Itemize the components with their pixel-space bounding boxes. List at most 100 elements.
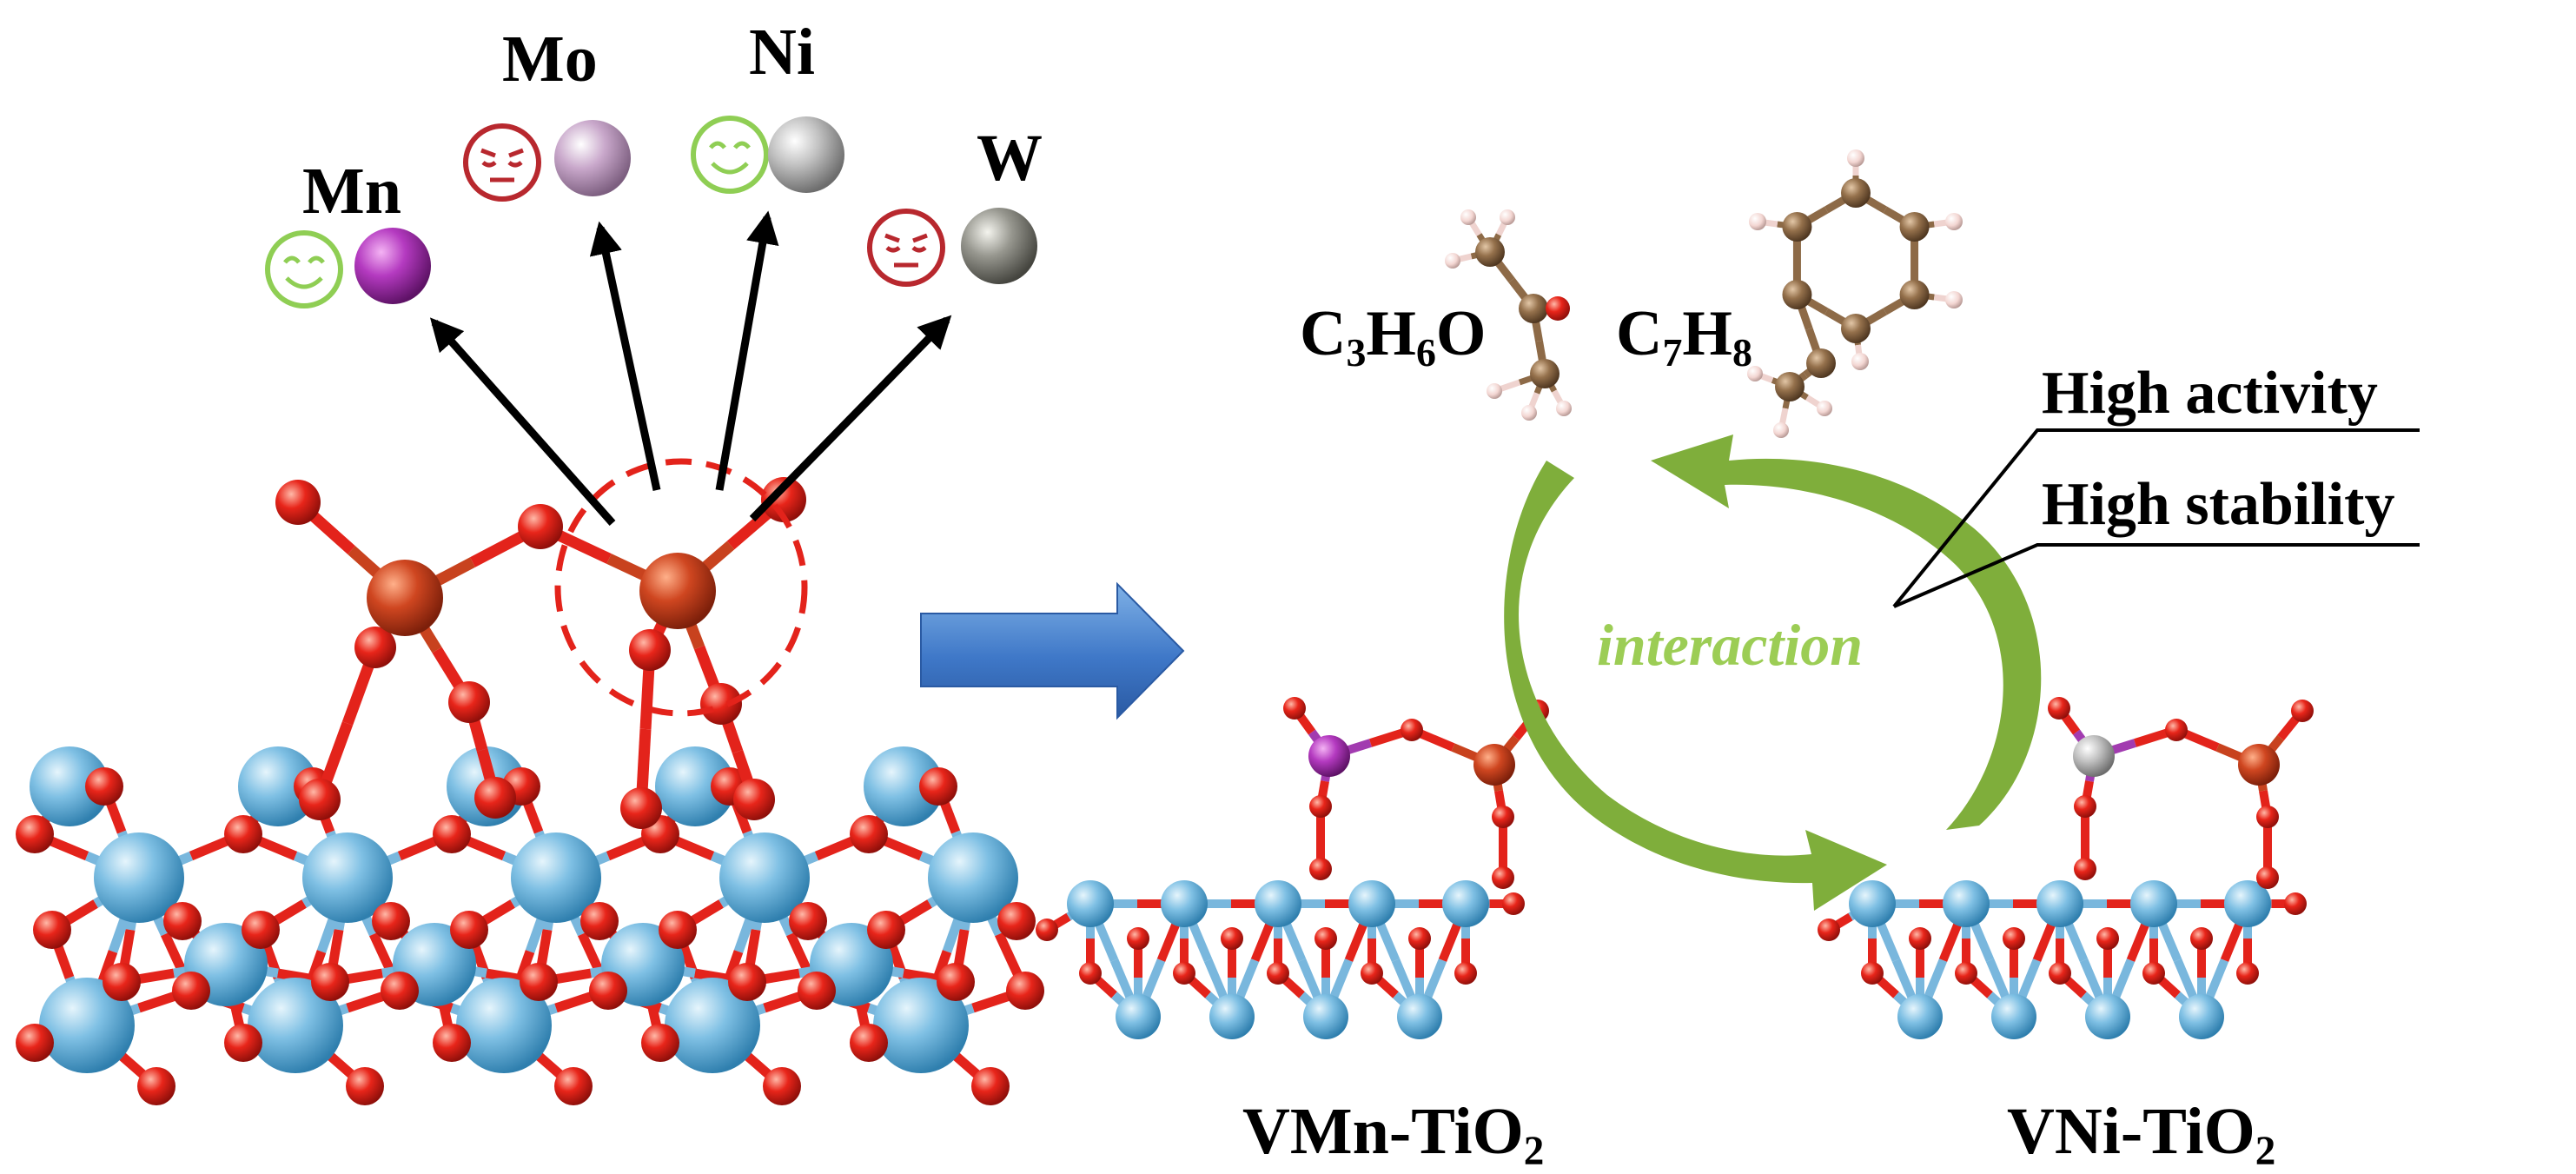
substitution-arrows <box>429 210 952 526</box>
hydrogen-atom <box>1945 213 1963 230</box>
titanium-atom <box>2130 880 2177 927</box>
oxygen-atom <box>1309 858 1332 880</box>
arrow-to-ni <box>715 210 779 491</box>
oxygen-atom <box>372 902 410 940</box>
terminal-oxygen <box>275 480 321 525</box>
oxygen-atom <box>1955 962 1977 985</box>
oxygen-atom <box>659 911 697 949</box>
carbon-atom <box>1475 237 1505 267</box>
carbon-atom <box>1775 372 1805 401</box>
titanium-atom <box>1255 880 1301 927</box>
oxygen-atom <box>620 787 662 829</box>
arrow-to-w <box>749 315 952 522</box>
dopant-label-w: W <box>977 122 1043 195</box>
hydrogen-atom <box>1817 401 1832 416</box>
oxygen-atom <box>728 963 766 1001</box>
dopant-label-mo: Mo <box>502 23 598 96</box>
dopant-atom <box>2073 735 2115 777</box>
catalyst-label-left: VMn-TiO2 <box>1242 1095 1545 1174</box>
oxygen-atom <box>16 815 54 853</box>
acetone-molecule <box>1445 209 1572 421</box>
oxygen-atom <box>997 902 1036 940</box>
titanium-atom <box>248 978 343 1073</box>
arrow-to-mo <box>589 221 661 491</box>
oxygen-atom <box>1267 962 1289 985</box>
oxygen-atom <box>2256 806 2279 828</box>
titanium-atom <box>655 746 735 826</box>
high-activity-label: High activity <box>2042 360 2378 427</box>
titanium-atom <box>302 832 393 923</box>
cycle-arrow-right <box>1651 434 2042 830</box>
oxygen-atom <box>2190 927 2213 950</box>
vanadium-atom <box>639 553 716 629</box>
oxygen-atom <box>520 963 558 1001</box>
oxygen-atom <box>1283 697 1306 720</box>
hydrogen-atom <box>1773 422 1789 438</box>
vanadia-dimer <box>275 477 806 829</box>
titanium-atom <box>2224 880 2271 927</box>
titanium-atom <box>30 746 109 826</box>
surface-slab <box>1818 697 2314 1039</box>
titanium-atom <box>238 746 318 826</box>
oxygen-atom <box>1221 927 1243 950</box>
oxygen-atom <box>2003 927 2025 950</box>
oxygen-atom <box>641 1024 679 1062</box>
dopant-atom <box>1308 735 1350 777</box>
vanadium-atom <box>367 560 443 636</box>
oxygen-atom <box>629 629 671 671</box>
oxygen-atom <box>1492 866 1514 889</box>
process-arrow <box>920 581 1185 720</box>
hydrogen-atom <box>1945 291 1963 308</box>
oxygen-atom <box>224 1024 262 1062</box>
oxygen-atom <box>1546 296 1570 321</box>
carbon-atom <box>1899 280 1930 309</box>
oxygen-atom <box>85 767 123 806</box>
oxygen-atom <box>2074 858 2096 880</box>
oxygen-atom <box>224 815 262 853</box>
bridging-oxygen <box>518 504 563 549</box>
oxygen-atom <box>733 779 775 820</box>
titanium-atom <box>1116 994 1161 1039</box>
titanium-atom <box>1303 994 1348 1039</box>
carbon-atom <box>1899 212 1930 242</box>
titanium-atom <box>2085 994 2130 1039</box>
titanium-atom <box>864 746 944 826</box>
carbon-atom <box>1782 212 1812 242</box>
toluene-formula: C7H8 <box>1616 298 1752 375</box>
oxygen-atom <box>2142 962 2165 985</box>
oxygen-atom <box>2256 866 2279 889</box>
titanium-atom <box>1348 880 1395 927</box>
adsorbate-molecules <box>1445 149 1963 438</box>
interaction-label: interaction <box>1597 612 1864 678</box>
oxygen-atom <box>1861 962 1884 985</box>
cycle-arrow-left <box>1504 461 1887 911</box>
hydrogen-atom <box>1445 253 1460 269</box>
dashed-selection-circle <box>554 458 808 717</box>
dopant-label-mn: Mn <box>302 155 401 228</box>
titanium-atom <box>1897 994 1943 1039</box>
titanium-atom <box>1991 994 2036 1039</box>
oxygen-atom <box>474 777 516 819</box>
left-slab-model <box>16 746 1044 1121</box>
oxygen-atom <box>2236 962 2259 985</box>
oxygen-atom <box>103 963 141 1001</box>
catalyst-label-right: VNi-TiO2 <box>2007 1095 2276 1174</box>
titanium-atom <box>456 978 552 1073</box>
acetone-formula: C3H6O <box>1300 298 1487 375</box>
carbon-atom <box>1519 294 1548 323</box>
oxygen-atom <box>971 1067 1010 1105</box>
oxygen-atom <box>589 972 627 1010</box>
oxygen-atom <box>2291 700 2314 722</box>
oxygen-atom <box>700 683 742 725</box>
terminal-oxygen <box>761 477 806 522</box>
oxygen-atom <box>580 902 619 940</box>
carbon-atom <box>1841 178 1871 208</box>
dopant-atom-w <box>961 208 1037 284</box>
oxygen-atom <box>346 1067 384 1105</box>
vanadium-atom <box>1473 744 1515 786</box>
hydrogen-atom <box>1556 401 1572 416</box>
titanium-atom <box>719 832 810 923</box>
oxygen-atom <box>1173 962 1195 985</box>
oxygen-atom <box>1361 962 1383 985</box>
oxygen-atom <box>1818 919 1840 941</box>
